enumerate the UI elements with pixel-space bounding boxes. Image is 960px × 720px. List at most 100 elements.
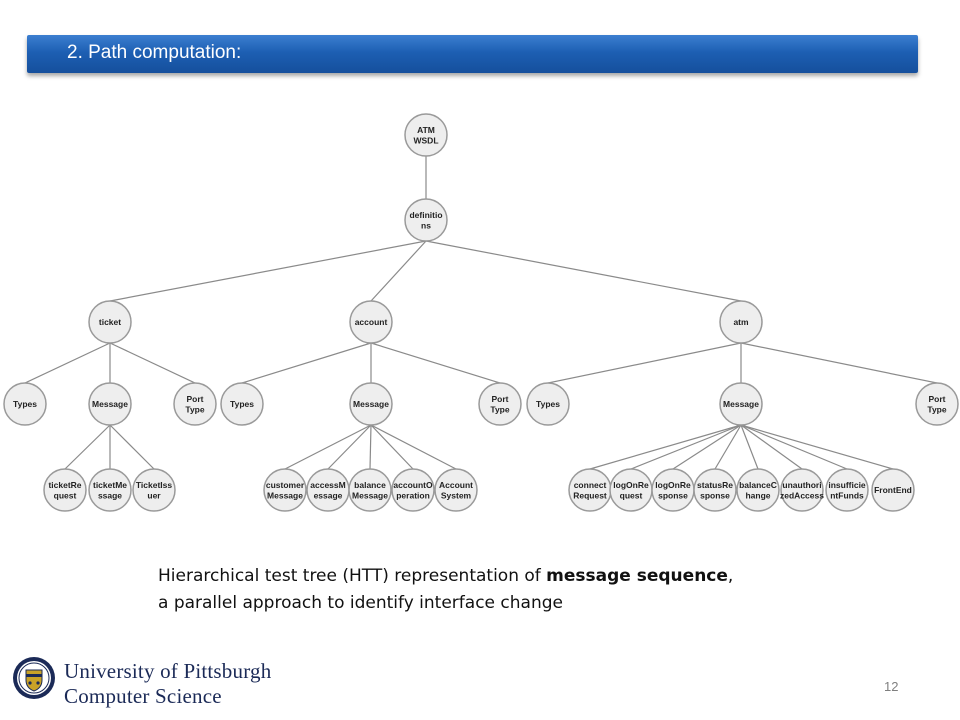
edge-ticket-t_port	[109, 342, 196, 384]
node-label-a2-1: essage	[314, 490, 343, 500]
node-label-m_types-0: Types	[536, 399, 560, 409]
tree-node-t_types: Types	[3, 382, 47, 426]
node-label-m_port-0: Port	[929, 394, 946, 404]
node-circle-m4	[693, 468, 737, 512]
edge-t_msg-t3	[109, 424, 155, 470]
department-name: Computer Science	[64, 684, 222, 708]
tree-node-m8: FrontEnd	[871, 468, 915, 512]
node-label-m2-1: quest	[620, 490, 643, 500]
node-circle-a_port	[478, 382, 522, 426]
title-bar: 2. Path computation:	[27, 35, 918, 73]
node-label-account-0: account	[355, 317, 388, 327]
edge-ticket-t_types	[24, 342, 111, 384]
node-circle-def	[404, 198, 448, 242]
edge-m_msg-m1	[589, 424, 742, 470]
node-label-m_msg-0: Message	[723, 399, 759, 409]
edge-m_msg-m6	[740, 424, 803, 470]
node-circle-t1	[43, 468, 87, 512]
node-label-root-0: ATM	[417, 125, 435, 135]
node-circle-m7	[825, 468, 869, 512]
caption: Hierarchical test tree (HTT) representat…	[158, 563, 733, 617]
node-label-t3-0: TicketIss	[136, 480, 173, 490]
node-circle-a1	[263, 468, 307, 512]
node-label-a3-1: Message	[352, 490, 388, 500]
edge-a_msg-a1	[284, 424, 372, 470]
node-circle-t3	[132, 468, 176, 512]
node-label-m7-0: insufficie	[828, 480, 866, 490]
node-circle-ticket	[88, 300, 132, 344]
node-label-m5-0: balanceC	[739, 480, 777, 490]
node-label-m6-1: zedAccess	[780, 490, 824, 500]
node-circle-a_msg	[349, 382, 393, 426]
node-label-m_port-1: Type	[927, 404, 946, 414]
edge-account-a_port	[370, 342, 501, 384]
tree-node-t_msg: Message	[88, 382, 132, 426]
tree-node-m_types: Types	[526, 382, 570, 426]
node-label-t_port-0: Port	[187, 394, 204, 404]
edge-def-atm	[425, 240, 742, 302]
edge-def-ticket	[109, 240, 427, 302]
page-number: 12	[884, 679, 899, 694]
edge-a_msg-a3	[369, 424, 372, 470]
edge-a_msg-a5	[370, 424, 457, 470]
node-circle-t_msg	[88, 382, 132, 426]
edge-m_msg-m7	[740, 424, 848, 470]
node-label-m5-1: hange	[745, 490, 770, 500]
edge-atm-m_port	[740, 342, 938, 384]
tree-node-ticket: ticket	[88, 300, 132, 344]
node-circle-m8	[871, 468, 915, 512]
node-circle-t_types	[3, 382, 47, 426]
node-label-t2-1: ssage	[98, 490, 122, 500]
node-label-a_port-1: Type	[490, 404, 509, 414]
node-label-m4-1: sponse	[700, 490, 730, 500]
edge-m_msg-m3	[672, 424, 742, 470]
node-label-m7-1: ntFunds	[830, 490, 864, 500]
node-label-a4-0: accountO	[393, 480, 433, 490]
university-name: University of Pittsburgh	[64, 659, 272, 683]
node-label-m3-0: logOnRe	[655, 480, 691, 490]
edge-m_msg-m5	[740, 424, 759, 470]
node-label-m2-0: logOnRe	[613, 480, 649, 490]
tree-node-a_msg: Message	[349, 382, 393, 426]
node-label-a4-1: peration	[396, 490, 430, 500]
caption-line1-post: ,	[727, 566, 734, 586]
node-label-m6-0: unauthori	[782, 480, 821, 490]
edge-m_msg-m4	[714, 424, 742, 470]
node-label-m1-0: connect	[574, 480, 607, 490]
node-label-m4-0: statusRe	[697, 480, 733, 490]
node-label-t1-0: ticketRe	[48, 480, 81, 490]
node-label-root-1: WSDL	[413, 135, 438, 145]
edge-m_msg-m8	[740, 424, 894, 470]
caption-line2: a parallel approach to identify interfac…	[158, 593, 563, 613]
edge-atm-m_types	[547, 342, 742, 384]
edge-account-a_types	[241, 342, 372, 384]
edge-t_msg-t1	[64, 424, 111, 470]
node-label-a2-0: accessM	[310, 480, 345, 490]
node-label-ticket-0: ticket	[99, 317, 121, 327]
edge-a_msg-a4	[370, 424, 414, 470]
node-circle-t2	[88, 468, 132, 512]
tree-node-account: account	[349, 300, 393, 344]
node-label-def-1: ns	[421, 220, 431, 230]
node-label-m1-1: Request	[573, 490, 607, 500]
university-seal-icon	[13, 657, 55, 699]
node-circle-atm	[719, 300, 763, 344]
edge-def-account	[370, 240, 427, 302]
node-label-m8-0: FrontEnd	[874, 485, 912, 495]
